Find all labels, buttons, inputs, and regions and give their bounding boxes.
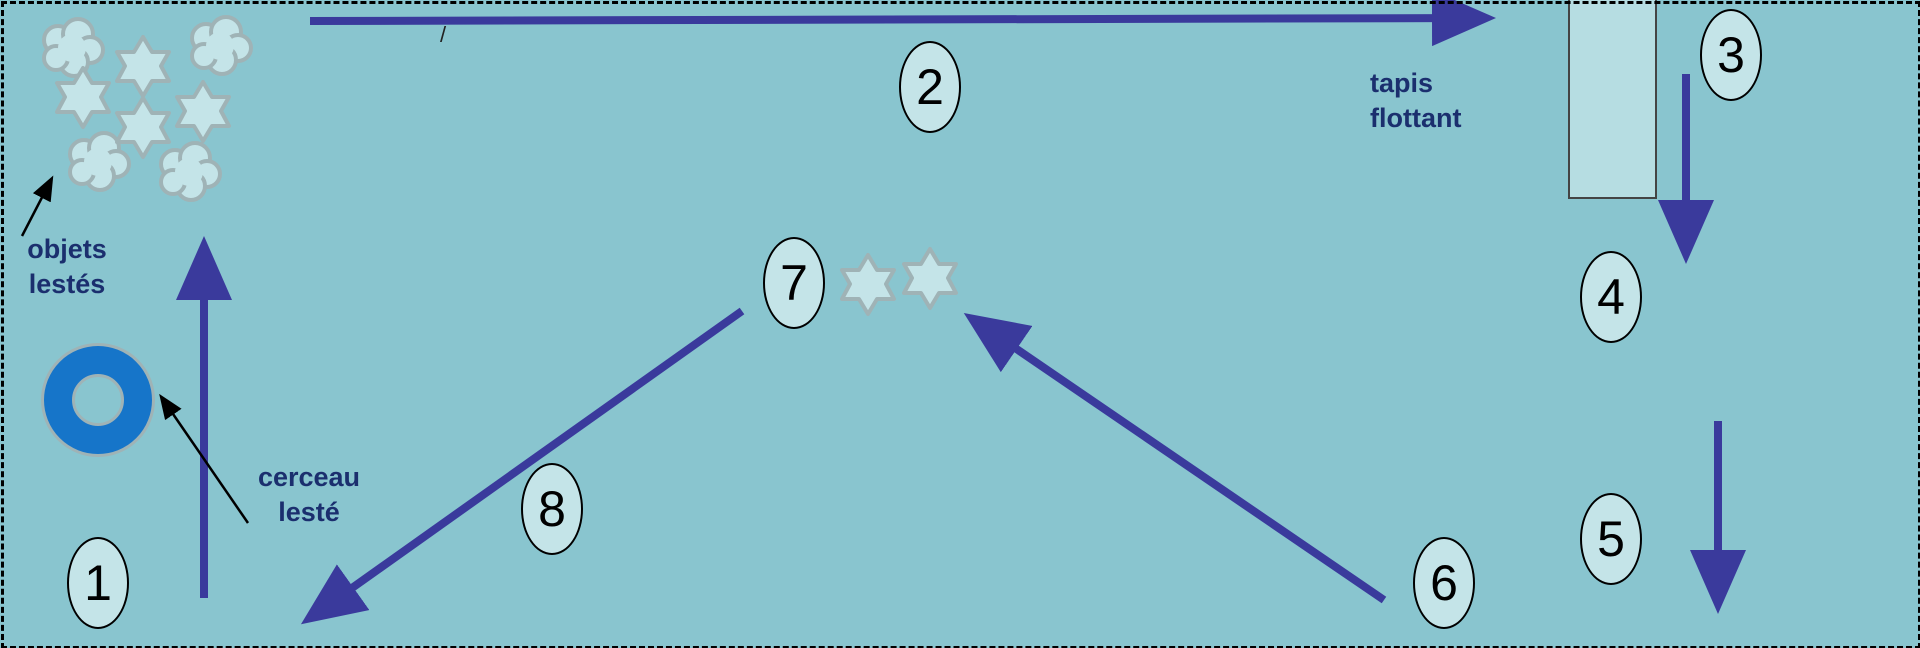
station-8: 8 [521, 463, 583, 555]
station-3: 3 [1700, 9, 1762, 101]
station-4: 4 [1580, 251, 1642, 343]
arrow-6-to-7 [977, 322, 1384, 600]
station-2: 2 [899, 41, 961, 133]
cloud-icon [44, 19, 103, 76]
weighted-objects-label-line2: lestés [18, 267, 116, 302]
star-icon [177, 82, 229, 141]
weighted-hoop-label-line2: lesté [246, 495, 372, 530]
weighted-objects-label: objets lestés [18, 232, 116, 302]
star-icon [842, 255, 894, 314]
route-arrows [204, 18, 1718, 615]
floating-mat-label: tapis flottant [1370, 66, 1461, 136]
hoop-icon [58, 360, 138, 440]
arrow-2-to-3 [310, 18, 1480, 21]
star-icon [117, 98, 169, 157]
station-7: 7 [763, 237, 825, 329]
floating-mat [1569, 0, 1656, 198]
weighted-hoop-label-line1: cerceau [246, 460, 372, 495]
star-icon [117, 37, 169, 96]
stray-mark: / [440, 22, 446, 48]
cloud-icon [192, 17, 251, 74]
station-6: 6 [1413, 537, 1475, 629]
star-icon [57, 68, 109, 127]
floating-mat-label-line1: tapis [1370, 66, 1461, 101]
station-5: 5 [1580, 493, 1642, 585]
floating-mat-label-line2: flottant [1370, 101, 1461, 136]
star-icon [904, 249, 956, 308]
weighted-objects-label-line1: objets [18, 232, 116, 267]
cloud-icon [161, 143, 220, 200]
arrow-7-to-8 [314, 311, 742, 615]
weighted-hoop-label: cerceau lesté [246, 460, 372, 530]
objects-pointer [22, 180, 51, 236]
station-1: 1 [67, 537, 129, 629]
